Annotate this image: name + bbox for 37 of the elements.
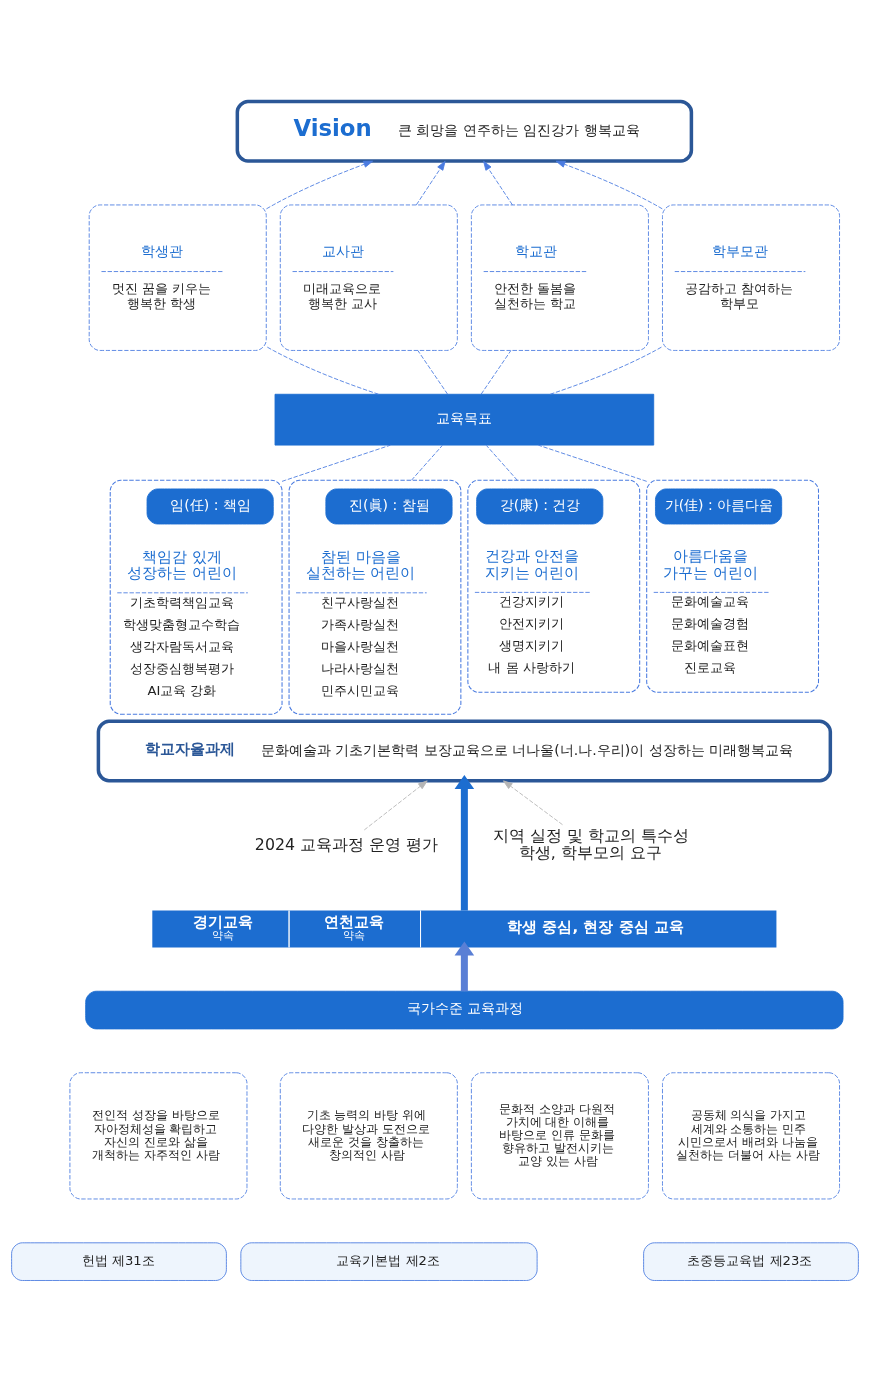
node-box: Vision 큰 희망을 연주하는 임진강가 행복교육	[235, 99, 694, 163]
node-box: 학교관 안전한 돌봄을 실천하는 학교	[470, 204, 649, 351]
connector	[480, 349, 512, 394]
node-box: 학교자율과제 문화예술과 기초기본학력 보장교육으로 너나울(너.나.우리)이 성장하는 미래행복교육	[96, 719, 833, 783]
node-text: 2024 교육과정 운영 평가	[254, 834, 439, 854]
node-box: 기초 능력의 바탕 위에 다양한 발상과 도전으로 새로운 것을 창출하는 창의적인 사람	[279, 1071, 458, 1199]
arrow	[415, 160, 446, 205]
arrow	[454, 774, 475, 911]
node-box: 헌법 제31조	[11, 1241, 227, 1281]
connector	[265, 345, 379, 395]
arrow	[363, 779, 428, 830]
connector	[549, 345, 663, 395]
connector	[537, 444, 648, 482]
node-box: 공동체 의식을 가지고 세계와 소통하는 민주 시민으로서 배려와 나눔을 실천하는 더불어 사는 사람	[662, 1071, 840, 1199]
connector	[485, 444, 518, 481]
arrow	[454, 940, 475, 991]
node-box: 학부모관 공감하고 참여하는 학부모	[662, 204, 840, 351]
arrow	[266, 160, 374, 209]
arrow	[555, 160, 663, 209]
node-box: 전인적 성장을 바탕으로 자아정체성을 확립하고 자신의 진로와 삶을 개척하는 자주적인 사람	[69, 1071, 248, 1199]
arrow	[483, 160, 513, 205]
node-box: 학생관 멋진 꿈을 키우는 행복한 학생	[88, 204, 267, 351]
node-box: 문화적 소양과 다원적 가치에 대한 이해를 바탕으로 인류 문화를 향유하고 발전시키는 교양 있는 사람	[470, 1071, 649, 1199]
node-box: 강(康) : 건강	[476, 488, 604, 524]
node-box: 임(任) : 책임	[146, 488, 274, 524]
node-box: 국가수준 교육과정	[85, 990, 844, 1029]
node-box: 교사관 미래교육으로 행복한 교사	[279, 204, 458, 351]
connector	[417, 349, 448, 394]
node-box: 교육기본법 제2조	[240, 1241, 538, 1281]
node-box: 진(眞) : 참됨	[325, 488, 453, 524]
node-box: 초중등교육법 제23조	[643, 1241, 859, 1281]
arrow	[502, 779, 563, 825]
connector	[411, 444, 443, 481]
connector	[281, 444, 391, 482]
node-text: 지역 실정 및 학교의 특수성 학생, 학부모의 요구	[493, 825, 690, 862]
node-box: 교육목표	[274, 393, 655, 446]
node-box: 가(佳) : 아름다움	[655, 488, 783, 524]
